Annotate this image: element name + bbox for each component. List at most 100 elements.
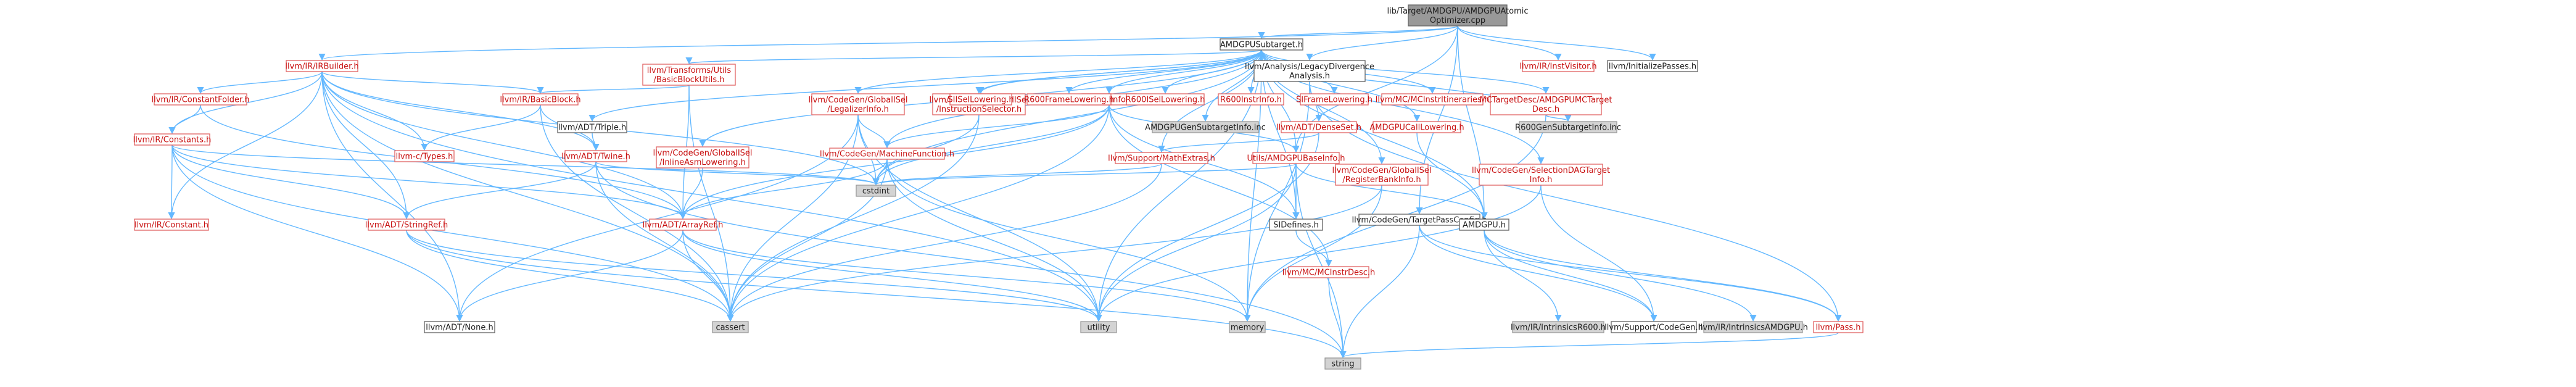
node-gensubtargetinfo-label-0: AMDGPUGenSubtargetInfo.inc <box>1145 123 1266 133</box>
node-siisellowering[interactable]: SIISelLowering.h <box>947 93 1014 106</box>
node-stringref-box <box>368 218 445 231</box>
node-mcinstrdesc[interactable]: llvm/MC/MCInstrDesc.h <box>1282 266 1376 278</box>
node-legalizerinfo-label-0: llvm/CodeGen/GlobalISel <box>808 96 907 105</box>
node-r600instrinfo[interactable]: R600InstrInfo.h <box>1218 93 1284 106</box>
node-amdgpucalllowering[interactable]: AMDGPUCallLowering.h <box>1369 121 1464 133</box>
node-subtarget-label-0: AMDGPUSubtarget.h <box>1220 41 1303 50</box>
node-mathextras-label-0: llvm/Support/MathExtras.h <box>1108 154 1215 164</box>
node-instvisitor-box <box>1522 60 1595 72</box>
edge-targetpassconfig-to-supportcodegen <box>1419 225 1657 322</box>
node-cassert-label-0: cassert <box>716 323 745 333</box>
edge-triple-to-twine <box>592 132 600 151</box>
node-constants-box <box>134 133 210 146</box>
node-densetset-label-0: llvm/ADT/DenseSet.h <box>1276 123 1361 133</box>
node-mathextras[interactable]: llvm/Support/MathExtras.h <box>1108 152 1215 164</box>
node-twine[interactable]: llvm/ADT/Twine.h <box>561 150 630 162</box>
node-constant[interactable]: llvm/IR/Constant.h <box>134 218 209 231</box>
edge-irbuilder-to-stringref <box>321 71 410 220</box>
node-amdgpuh[interactable]: AMDGPU.h <box>1459 218 1509 231</box>
node-baseinfo-label-0: Utils/AMDGPUBaseInfo.h <box>1247 154 1345 164</box>
node-siframelowering[interactable]: SIFrameLowering.h <box>1296 93 1373 106</box>
edge-machinefunction-to-arrayref <box>679 159 888 220</box>
node-baseinfo[interactable]: Utils/AMDGPUBaseInfo.h <box>1247 152 1345 164</box>
node-intrinsicsr600: llvm/IR/IntrinsicsR600.h <box>1511 321 1606 333</box>
node-mcinstrdesc-box <box>1288 266 1369 278</box>
node-supportcodegen[interactable]: llvm/Support/CodeGen.h <box>1604 321 1703 333</box>
node-densetset[interactable]: llvm/ADT/DenseSet.h <box>1276 121 1361 133</box>
node-instvisitor-label-0: llvm/IR/InstVisitor.h <box>1519 62 1596 72</box>
node-r600isellowering-box <box>1126 93 1205 106</box>
node-arrayref[interactable]: llvm/ADT/ArrayRef.h <box>643 218 724 231</box>
node-initpasses[interactable]: llvm/InitializePasses.h <box>1607 60 1698 72</box>
edge-irbuilder-to-arrayref <box>321 71 687 220</box>
node-arrayref-box <box>649 218 717 231</box>
edge-baseinfo-to-utility <box>1095 163 1297 322</box>
edge-stringref-to-string <box>406 230 1347 359</box>
node-registerbankinfo[interactable]: llvm/CodeGen/GlobalISel/RegisterBankInfo… <box>1332 164 1432 186</box>
node-bbutils-label-1: /BasicBlockUtils.h <box>654 75 725 85</box>
node-utility-label-0: utility <box>1088 323 1110 333</box>
edge-legalizerinfo-to-machinefunction <box>857 114 891 149</box>
node-irbuilder-label-0: llvm/IR/IRBuilder.h <box>285 62 358 72</box>
edge-baseinfo-to-amdgpuh <box>1295 163 1488 220</box>
node-mctargetdesc-box <box>1490 93 1602 115</box>
node-utility-box <box>1080 321 1117 333</box>
edge-root-to-irbuilder <box>319 25 1458 61</box>
edge-constants-to-none <box>171 144 463 322</box>
node-stringref[interactable]: llvm/ADT/StringRef.h <box>365 218 448 231</box>
node-machinefunction[interactable]: llvm/CodeGen/MachineFunction.h <box>820 148 954 160</box>
node-constantfolder-label-0: llvm/IR/ConstantFolder.h <box>151 96 249 105</box>
node-pass[interactable]: llvm/Pass.h <box>1813 321 1864 333</box>
edge-irbuilder-to-twine <box>321 71 600 151</box>
node-sidefines[interactable]: SIDefines.h <box>1269 218 1323 231</box>
node-siframelowering-box <box>1300 93 1369 106</box>
node-legalizerinfo[interactable]: llvm/CodeGen/GlobalISel/LegalizerInfo.h <box>808 93 908 115</box>
edge-irbuilder-to-basicblock <box>321 71 544 94</box>
edge-targetpassconfig-to-string <box>1339 225 1420 359</box>
node-triple[interactable]: llvm/ADT/Triple.h <box>557 121 627 133</box>
edge-amdgpuh-to-pass <box>1484 230 1842 322</box>
node-bbutils[interactable]: llvm/Transforms/Utils/BasicBlockUtils.h <box>642 64 736 86</box>
node-twine-label-0: llvm/ADT/Twine.h <box>561 152 630 162</box>
node-r600gensubtargetinfo-label-0: R600GenSubtargetInfo.inc <box>1515 123 1621 133</box>
node-intrinsicsr600-label-0: llvm/IR/IntrinsicsR600.h <box>1511 323 1606 333</box>
node-ctypes[interactable]: llvm-c/Types.h <box>394 150 455 162</box>
node-inlineasm[interactable]: llvm/CodeGen/GlobalISel/InlineAsmLowerin… <box>653 146 753 169</box>
node-irbuilder[interactable]: llvm/IR/IRBuilder.h <box>285 60 359 72</box>
node-sidefines-label-0: SIDefines.h <box>1273 221 1319 230</box>
edge-siinstrinfo-to-arrayref <box>679 104 1110 220</box>
edge-machinefunction-to-memory <box>886 159 1251 322</box>
edge-constantfolder-to-constants <box>168 104 201 135</box>
node-intrinsicsr600-box <box>1512 321 1604 333</box>
node-r600isellowering[interactable]: R600ISelLowering.h <box>1126 93 1205 106</box>
edge-registerbankinfo-to-cassert <box>727 185 1382 322</box>
node-none[interactable]: llvm/ADT/None.h <box>424 321 495 333</box>
edge-mathextras-to-cstdint <box>872 163 1162 186</box>
node-basicblock[interactable]: llvm/IR/BasicBlock.h <box>500 93 581 106</box>
node-constants[interactable]: llvm/IR/Constants.h <box>133 133 212 146</box>
node-subtarget[interactable]: AMDGPUSubtarget.h <box>1220 38 1303 51</box>
edge-mathextras-to-cassert <box>727 163 1162 322</box>
edge-targetpassconfig-to-pass <box>1419 225 1842 322</box>
node-legalizerinfo-label-1: /LegalizerInfo.h <box>827 105 889 114</box>
node-basicblock-label-0: llvm/IR/BasicBlock.h <box>500 96 580 105</box>
node-mcinstrinfo[interactable]: llvm/MC/MCInstrItineraries.h <box>1376 93 1489 106</box>
node-string-box <box>1324 357 1361 370</box>
edge-siinstrinfo-to-machinefunction <box>883 104 1110 149</box>
edge-arrayref-to-utility <box>682 230 1102 322</box>
node-none-box <box>424 321 495 333</box>
node-triple-box <box>557 121 627 133</box>
node-mcinstrinfo-label-0: llvm/MC/MCInstrItineraries.h <box>1376 96 1489 105</box>
edge-arrayref-to-memory <box>682 230 1251 322</box>
node-r600framelowering[interactable]: R600FrameLowering.h <box>1024 93 1114 106</box>
node-constantfolder[interactable]: llvm/IR/ConstantFolder.h <box>151 93 250 106</box>
node-basicblock-box <box>502 93 579 106</box>
edge-stringref-to-cassert <box>406 230 734 322</box>
edge-bbutils-to-cassert <box>688 85 734 322</box>
node-instvisitor[interactable]: llvm/IR/InstVisitor.h <box>1519 60 1597 72</box>
edge-twine-to-stringref <box>403 161 597 220</box>
node-string: string <box>1324 357 1361 370</box>
